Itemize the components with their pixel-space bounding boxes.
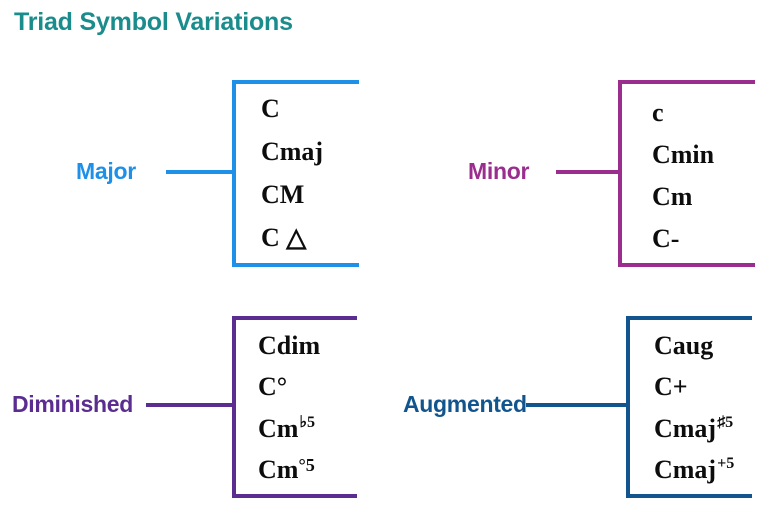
symbol-item: Cdim bbox=[258, 333, 378, 359]
symbol-item: Cmaj+5 bbox=[654, 454, 768, 484]
bracket-spine bbox=[232, 80, 236, 267]
page-title: Triad Symbol Variations bbox=[14, 8, 293, 36]
symbol-list-major: C Cmaj CM C △ bbox=[261, 96, 371, 251]
symbol-base: Cm bbox=[652, 182, 693, 211]
symbol-item: Cmin bbox=[652, 142, 768, 168]
symbol-base: C bbox=[261, 94, 280, 123]
bracket-spine bbox=[626, 316, 630, 498]
connector-minor bbox=[556, 170, 622, 174]
symbol-item: C- bbox=[652, 226, 768, 252]
group-diminished: Diminished Cdim C° Cm♭5 Cm°5 bbox=[0, 290, 384, 513]
bracket-arm-top bbox=[232, 316, 357, 320]
symbol-item: c bbox=[652, 100, 768, 126]
bracket-arm-bottom bbox=[618, 263, 755, 267]
bracket-arm-bottom bbox=[232, 494, 357, 498]
symbol-base: C △ bbox=[261, 223, 307, 252]
symbol-item: CM bbox=[261, 182, 371, 208]
bracket-augmented bbox=[626, 316, 752, 498]
symbol-base: C- bbox=[652, 224, 680, 253]
connector-major bbox=[166, 170, 234, 174]
bracket-arm-top bbox=[618, 80, 755, 84]
symbol-list-augmented: Caug C+ Cmaj♯5 Cmaj+5 bbox=[654, 333, 768, 483]
symbol-item: Cm°5 bbox=[258, 454, 378, 484]
group-label-augmented: Augmented bbox=[403, 391, 527, 417]
symbol-base: CM bbox=[261, 180, 305, 209]
connector-augmented bbox=[526, 403, 630, 407]
symbol-base: Cmin bbox=[652, 140, 715, 169]
symbol-list-minor: c Cmin Cm C- bbox=[652, 100, 768, 252]
symbol-item: Cmaj♯5 bbox=[654, 413, 768, 443]
symbol-base: Cm bbox=[258, 454, 299, 484]
symbol-item: Cm bbox=[652, 184, 768, 210]
symbol-superscript: °5 bbox=[298, 455, 315, 476]
symbol-base: c bbox=[652, 98, 664, 127]
symbol-base: Cdim bbox=[258, 331, 321, 360]
symbol-base: Cmaj bbox=[654, 454, 717, 484]
symbol-superscript: ♭5 bbox=[299, 414, 316, 431]
group-label-major: Major bbox=[76, 158, 136, 184]
group-minor: Minor c Cmin Cm C- bbox=[384, 0, 768, 290]
symbol-base: Cmaj bbox=[654, 413, 717, 443]
bracket-major bbox=[232, 80, 359, 267]
symbol-base: Caug bbox=[654, 331, 714, 360]
symbol-item: C bbox=[261, 96, 371, 122]
bracket-diminished bbox=[232, 316, 357, 498]
symbol-item: Cmaj bbox=[261, 139, 371, 165]
symbol-base: C° bbox=[258, 372, 288, 402]
bracket-arm-bottom bbox=[232, 263, 359, 267]
group-major: Major C Cmaj CM C △ bbox=[0, 0, 384, 290]
symbol-superscript: ♯5 bbox=[717, 414, 734, 431]
symbol-base: Cmaj bbox=[261, 137, 324, 166]
bracket-minor bbox=[618, 80, 755, 267]
connector-diminished bbox=[146, 403, 236, 407]
bracket-spine bbox=[232, 316, 236, 498]
bracket-arm-top bbox=[232, 80, 359, 84]
symbol-superscript: +5 bbox=[717, 455, 735, 473]
bracket-spine bbox=[618, 80, 622, 267]
group-label-minor: Minor bbox=[468, 158, 530, 184]
group-augmented: Augmented Caug C+ Cmaj♯5 Cmaj+5 bbox=[384, 290, 768, 513]
symbol-list-diminished: Cdim C° Cm♭5 Cm°5 bbox=[258, 333, 378, 483]
bracket-arm-top bbox=[626, 316, 752, 320]
symbol-item: Cm♭5 bbox=[258, 413, 378, 443]
symbol-item: Caug bbox=[654, 333, 768, 359]
symbol-base: C+ bbox=[654, 372, 688, 402]
bracket-arm-bottom bbox=[626, 494, 752, 498]
symbol-item: C+ bbox=[654, 374, 768, 400]
symbol-item: C △ bbox=[261, 225, 371, 251]
symbol-item: C° bbox=[258, 374, 378, 400]
group-label-diminished: Diminished bbox=[12, 391, 133, 417]
symbol-base: Cm bbox=[258, 413, 299, 443]
